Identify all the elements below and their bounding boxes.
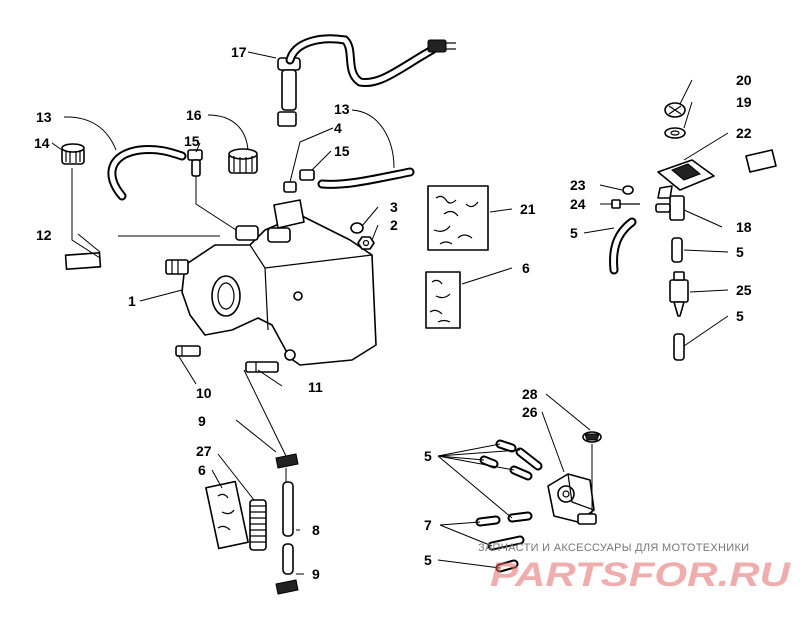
callout-16: 16 [186, 107, 202, 123]
callout-19: 19 [736, 94, 752, 110]
callout-5-right-upper: 5 [736, 244, 744, 260]
callout-5-right-lower: 5 [736, 308, 744, 324]
callout-6-upper: 6 [522, 260, 530, 276]
filter-25 [669, 271, 689, 317]
clamp-9-lower [275, 579, 299, 595]
foam-pad-21 [427, 185, 489, 251]
leader-lines [51, 51, 729, 575]
callout-26: 26 [522, 404, 538, 420]
hose-13-right [317, 167, 415, 189]
callout-5-bottom-lower: 5 [424, 552, 432, 568]
bracket-22 [657, 149, 777, 191]
callout-15-left: 15 [184, 133, 200, 149]
washer-23 [622, 185, 634, 195]
callout-15-right: 15 [334, 143, 350, 159]
callout-10: 10 [196, 385, 212, 401]
fitting-11 [245, 361, 279, 373]
fitting-15-left [187, 149, 203, 177]
washer-3 [350, 222, 364, 234]
watermark: ЗАПЧАСТИ И АКСЕССУАРЫ ДЛЯ МОТОТЕХНИКИ PA… [478, 542, 792, 594]
spring-27 [249, 499, 267, 551]
nut-2 [357, 236, 375, 250]
fitting-15-right [283, 169, 315, 193]
callout-2: 2 [390, 217, 398, 233]
pad-12 [64, 252, 102, 270]
callout-numbers: 17 13 14 12 16 15 4 15 13 3 2 1 21 6 10 … [34, 44, 752, 582]
tube-8 [282, 481, 294, 575]
callout-18: 18 [736, 219, 752, 235]
pad-6-lower [205, 480, 249, 550]
hoses-5-bottom [475, 439, 543, 573]
callout-13-left: 13 [36, 109, 52, 125]
callout-12: 12 [36, 227, 52, 243]
callout-28: 28 [522, 386, 538, 402]
callout-27: 27 [196, 443, 212, 459]
cap-14 [61, 143, 85, 165]
callout-7: 7 [424, 517, 432, 533]
hose-13-left [107, 145, 187, 201]
bolt-24 [611, 199, 640, 209]
callout-8: 8 [312, 522, 320, 538]
hose-5-right [609, 217, 637, 275]
clamp-9-upper [275, 453, 299, 469]
callout-1: 1 [128, 293, 136, 309]
callout-6-lower: 6 [198, 462, 206, 478]
oil-tank [181, 199, 377, 366]
callout-25: 25 [736, 282, 752, 298]
callout-9-lower: 9 [312, 566, 320, 582]
tube-5-right-upper [671, 237, 683, 263]
callout-13-right: 13 [334, 101, 350, 117]
callout-17: 17 [231, 44, 247, 60]
tube-5-right-lower [673, 333, 685, 361]
cap-20 [664, 102, 686, 118]
tank-fitting [165, 259, 189, 275]
callout-22: 22 [736, 125, 752, 141]
valve-18 [655, 185, 685, 221]
callout-9-upper: 9 [198, 413, 206, 429]
callout-20: 20 [736, 72, 752, 88]
watermark-caption: ЗАПЧАСТИ И АКСЕССУАРЫ ДЛЯ МОТОТЕХНИКИ [478, 542, 749, 554]
callout-23: 23 [570, 177, 586, 193]
callout-24: 24 [570, 196, 586, 212]
sensor-17 [277, 34, 456, 127]
callout-14: 14 [34, 135, 50, 151]
fitting-10 [175, 345, 201, 357]
pad-6-upper [425, 271, 461, 329]
washer-19 [664, 127, 686, 139]
callout-3: 3 [390, 199, 398, 215]
callout-5-right-hose: 5 [570, 225, 578, 241]
callout-5-bottom-upper: 5 [424, 448, 432, 464]
callout-21: 21 [520, 201, 536, 217]
watermark-brand: PARTSFOR.RU [490, 556, 792, 594]
pump-26 [547, 473, 597, 525]
cap-28 [582, 431, 602, 443]
callout-11: 11 [308, 379, 323, 395]
callout-4: 4 [334, 120, 342, 136]
cap-16 [228, 148, 258, 174]
